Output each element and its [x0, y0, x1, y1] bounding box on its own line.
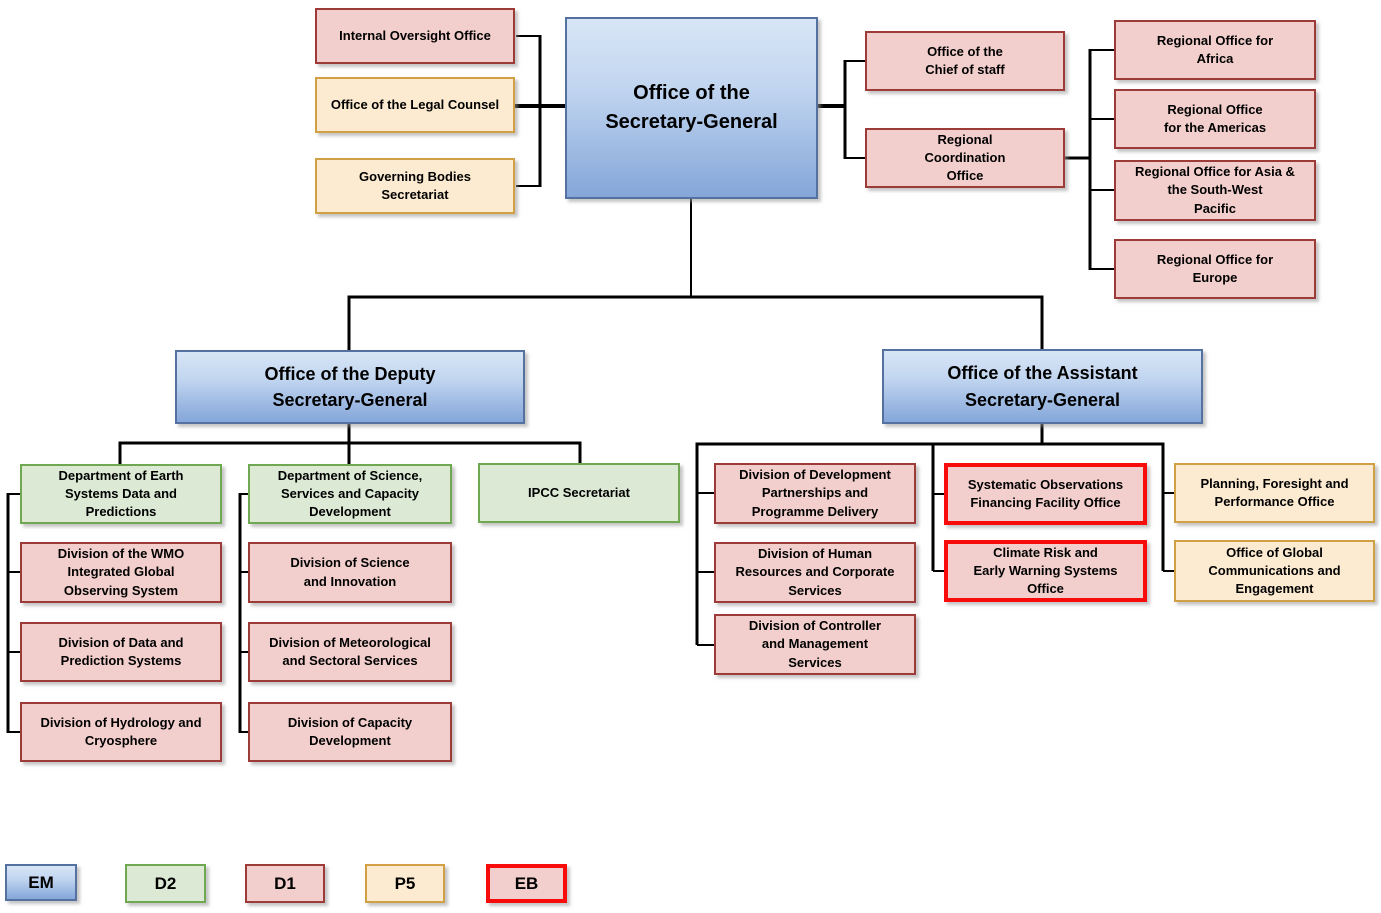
- node-planning-foresight-performance-office: Planning, Foresight and Performance Offi…: [1174, 463, 1375, 523]
- node-div-controller-management-services: Division of Controller and Management Se…: [714, 614, 916, 675]
- node-label: Division of the WMO Integrated Global Ob…: [57, 546, 185, 598]
- legend-label: D2: [154, 873, 177, 893]
- node-ipcc-secretariat: IPCC Secretariat: [478, 463, 680, 523]
- legend-item-p5: P5: [365, 864, 445, 903]
- node-label: Office of the Legal Counsel: [330, 96, 500, 112]
- node-div-hydrology-cryosphere: Division of Hydrology and Cryosphere: [20, 702, 222, 762]
- node-label: Division of Capacity Development: [287, 714, 413, 748]
- node-regional-office-americas: Regional Office for the Americas: [1114, 89, 1316, 149]
- node-label: Regional Office for the Americas: [1163, 101, 1267, 135]
- node-governing-bodies-secretariat: Governing Bodies Secretariat: [315, 158, 515, 214]
- node-assistant-secretary-general: Office of the Assistant Secretary-Genera…: [882, 349, 1203, 424]
- node-regional-coordination-office: Regional Coordination Office: [865, 128, 1065, 188]
- node-regional-office-europe: Regional Office for Europe: [1114, 239, 1316, 299]
- node-div-wmo-integrated-global-observing-system: Division of the WMO Integrated Global Ob…: [20, 542, 222, 603]
- node-chief-of-staff-office: Office of the Chief of staff: [865, 31, 1065, 91]
- legend-label: P5: [394, 873, 416, 893]
- node-label: Division of Hydrology and Cryosphere: [40, 714, 202, 748]
- node-regional-office-asia-south-west-pacific: Regional Office for Asia & the South-Wes…: [1114, 160, 1316, 221]
- node-label: Internal Oversight Office: [339, 27, 491, 43]
- node-label: Office of the Chief of staff: [925, 43, 1005, 77]
- node-label: Division of Science and Innovation: [290, 555, 410, 589]
- node-label: IPCC Secretariat: [528, 484, 630, 500]
- node-label: Climate Risk and Early Warning Systems O…: [973, 544, 1118, 597]
- legend-label: D1: [274, 873, 296, 893]
- node-legal-counsel-office: Office of the Legal Counsel: [315, 77, 515, 133]
- node-label: Planning, Foresight and Performance Offi…: [1200, 475, 1349, 509]
- legend-item-em: EM: [5, 864, 77, 901]
- legend-item-d2: D2: [125, 864, 206, 903]
- legend-label: EM: [28, 872, 54, 892]
- node-office-global-communications-engagement: Office of Global Communications and Enga…: [1174, 540, 1375, 602]
- node-regional-office-africa: Regional Office for Africa: [1114, 20, 1316, 80]
- legend-item-d1: D1: [245, 864, 325, 903]
- node-label: Division of Data and Prediction Systems: [58, 634, 184, 668]
- node-label: Division of Controller and Management Se…: [748, 618, 882, 670]
- node-label: Division of Development Partnerships and…: [739, 467, 891, 519]
- node-div-human-resources-corporate-services: Division of Human Resources and Corporat…: [714, 542, 916, 603]
- node-div-development-partnerships-programme-delivery: Division of Development Partnerships and…: [714, 463, 916, 524]
- node-climate-risk-early-warning-systems-office: Climate Risk and Early Warning Systems O…: [944, 540, 1147, 602]
- node-label: Office of the Assistant Secretary-Genera…: [947, 363, 1138, 410]
- node-label: Department of Science, Services and Capa…: [277, 467, 423, 520]
- node-label: Regional Office for Europe: [1156, 251, 1274, 285]
- node-label: Division of Human Resources and Corporat…: [735, 546, 895, 598]
- node-label: Office of the Secretary-General: [605, 82, 778, 133]
- node-secretary-general: Office of the Secretary-General: [565, 17, 818, 199]
- node-label: Regional Office for Africa: [1156, 32, 1274, 66]
- node-div-capacity-development: Division of Capacity Development: [248, 702, 452, 762]
- node-div-science-innovation: Division of Science and Innovation: [248, 542, 452, 603]
- node-dept-earth-systems-data-predictions: Department of Earth Systems Data and Pre…: [20, 464, 222, 524]
- legend-label: EB: [514, 873, 539, 893]
- node-dept-science-services-capacity-development: Department of Science, Services and Capa…: [248, 464, 452, 524]
- node-deputy-secretary-general: Office of the Deputy Secretary-General: [175, 350, 525, 424]
- node-div-meteorological-sectoral-services: Division of Meteorological and Sectoral …: [248, 622, 452, 682]
- node-label: Governing Bodies Secretariat: [359, 168, 471, 202]
- node-label: Regional Office for Asia & the South-Wes…: [1135, 164, 1295, 216]
- node-label: Department of Earth Systems Data and Pre…: [58, 467, 184, 520]
- node-systematic-observations-financing-facility-office: Systematic Observations Financing Facili…: [944, 463, 1147, 525]
- legend-item-eb: EB: [486, 864, 567, 903]
- node-internal-oversight-office: Internal Oversight Office: [315, 8, 515, 64]
- node-label: Regional Coordination Office: [924, 131, 1006, 184]
- node-label: Office of the Deputy Secretary-General: [264, 363, 436, 410]
- node-label: Division of Meteorological and Sectoral …: [269, 634, 431, 668]
- node-label: Office of Global Communications and Enga…: [1208, 544, 1341, 597]
- node-div-data-prediction-systems: Division of Data and Prediction Systems: [20, 622, 222, 682]
- node-label: Systematic Observations Financing Facili…: [967, 476, 1124, 510]
